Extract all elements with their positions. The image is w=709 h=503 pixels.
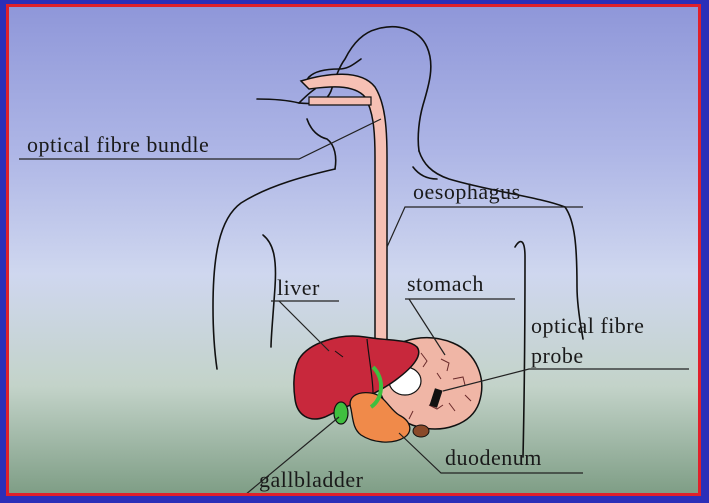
leader-lines: [19, 119, 689, 493]
label-liver: liver: [277, 275, 320, 300]
oesophagus-tube: [301, 74, 387, 353]
collar-mark: [413, 167, 437, 179]
left-torso: [263, 235, 276, 347]
leader-liver-pointer: [279, 301, 329, 351]
label-optical-fibre-probe-line2: probe: [531, 343, 584, 368]
right-torso: [515, 242, 525, 457]
label-duodenum: duodenum: [445, 445, 542, 470]
head-outline: [257, 27, 431, 151]
anatomy-diagram: optical fibre bundle oesophagus liver st…: [9, 7, 698, 493]
leader-oesophagus: [387, 207, 583, 247]
label-optical-fibre-bundle: optical fibre bundle: [27, 132, 209, 157]
label-optical-fibre-probe-line1: optical fibre: [531, 313, 644, 338]
label-gallbladder: gallbladder: [259, 467, 364, 492]
neck-left: [307, 119, 336, 169]
diagram-frame: optical fibre bundle oesophagus liver st…: [6, 4, 701, 496]
label-stomach: stomach: [407, 271, 484, 296]
label-oesophagus: oesophagus: [413, 179, 521, 204]
